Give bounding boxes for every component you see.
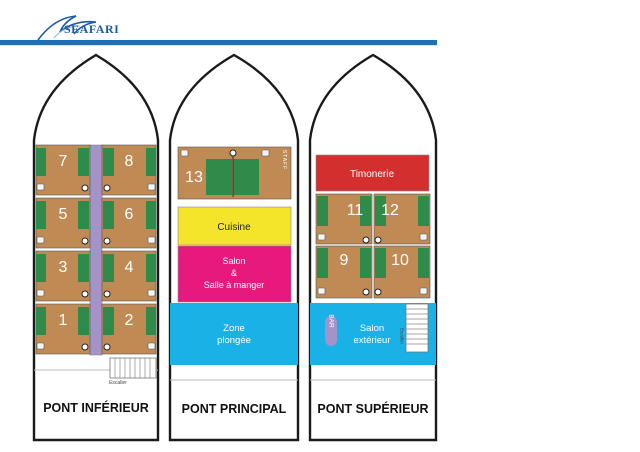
bed — [206, 159, 232, 195]
cabin-row-9-10: 9 10 — [315, 245, 431, 299]
cabin-number: 12 — [381, 202, 399, 219]
cabin-number: 5 — [59, 206, 68, 223]
cabin-row-1-2: 1 2 — [35, 303, 157, 355]
seafari-dolphin-logo-icon — [37, 15, 97, 41]
bed — [375, 196, 386, 226]
bar-label: BAR — [328, 314, 335, 328]
salon-label-line1: Salon — [222, 256, 245, 266]
outdoor-salon-label-line1: Salon — [360, 323, 384, 334]
cabin-number: 8 — [125, 153, 134, 170]
cabin-number: 13 — [185, 169, 203, 186]
staff-label: STAFF — [281, 150, 287, 170]
stairs-label: Escalier — [400, 328, 405, 345]
salon-label-line2: & — [231, 268, 237, 278]
header: SEAFARI — [0, 0, 640, 48]
bed — [418, 248, 429, 278]
cabin-row-5-6: 5 6 — [35, 197, 157, 249]
bed — [36, 148, 46, 176]
bed — [36, 201, 46, 229]
bed — [146, 254, 156, 282]
bed — [36, 254, 46, 282]
bed — [103, 148, 114, 176]
bed — [146, 307, 156, 335]
bed — [78, 201, 89, 229]
bed — [146, 148, 156, 176]
deck-upper: Timonerie 11 12 9 10 — [308, 53, 438, 442]
deck-title: PONT SUPÉRIEUR — [317, 401, 428, 416]
cabin-number: 1 — [59, 312, 68, 329]
corridor-lower — [89, 144, 103, 356]
cabin-number: 6 — [125, 206, 134, 223]
bed — [103, 254, 114, 282]
cabin-number: 10 — [391, 252, 409, 269]
brand-name: SEAFARI — [64, 22, 120, 36]
bed — [360, 248, 371, 278]
salon-label-line3: Salle à manger — [204, 280, 265, 290]
bed — [317, 248, 328, 278]
cabin-number: 9 — [340, 252, 349, 269]
stairs-lower — [109, 357, 157, 379]
salon-area — [177, 245, 292, 303]
cabin-number: 7 — [59, 153, 68, 170]
bed — [233, 159, 259, 195]
bed — [360, 196, 371, 226]
bed — [36, 307, 46, 335]
deck-lower: 7 8 5 6 3 4 — [32, 53, 160, 442]
deck-title: PONT PRINCIPAL — [182, 402, 287, 416]
dive-zone-label-line1: Zone — [223, 323, 245, 334]
stairs-label: Escalier — [109, 380, 127, 386]
cabin-number: 4 — [125, 259, 134, 276]
bed — [78, 307, 89, 335]
bed — [78, 254, 89, 282]
deck-main: 13 STAFF Cuisine Salon & Salle à manger … — [168, 53, 300, 442]
cabin-row-3-4: 3 4 — [35, 250, 157, 302]
cabin-13: 13 STAFF — [177, 146, 292, 200]
kitchen-label: Cuisine — [217, 222, 251, 233]
cabin-number: 2 — [125, 312, 134, 329]
cabin-row-11-12: 11 12 — [315, 193, 431, 245]
bed — [103, 307, 114, 335]
wheelhouse-area — [315, 154, 430, 192]
dive-zone-area — [170, 303, 298, 365]
dive-zone-label-line2: plongée — [217, 335, 251, 346]
header-bar — [0, 40, 437, 45]
outdoor-salon-label-line2: extérieur — [354, 335, 391, 346]
cabin-number: 3 — [59, 259, 68, 276]
bed — [418, 196, 429, 226]
kitchen-area — [177, 206, 292, 246]
bed — [317, 196, 328, 226]
header-bar-shadow — [0, 45, 437, 46]
stairs-upper — [405, 303, 429, 353]
wheelhouse-label: Timonerie — [350, 169, 395, 180]
bed — [78, 148, 89, 176]
bed — [375, 248, 386, 278]
cabin-row-7-8: 7 8 — [35, 144, 157, 196]
cabin-number: 11 — [347, 202, 364, 219]
deck-title: PONT INFÉRIEUR — [43, 400, 149, 415]
bed — [146, 201, 156, 229]
bar-area — [325, 316, 337, 346]
bed — [103, 201, 114, 229]
